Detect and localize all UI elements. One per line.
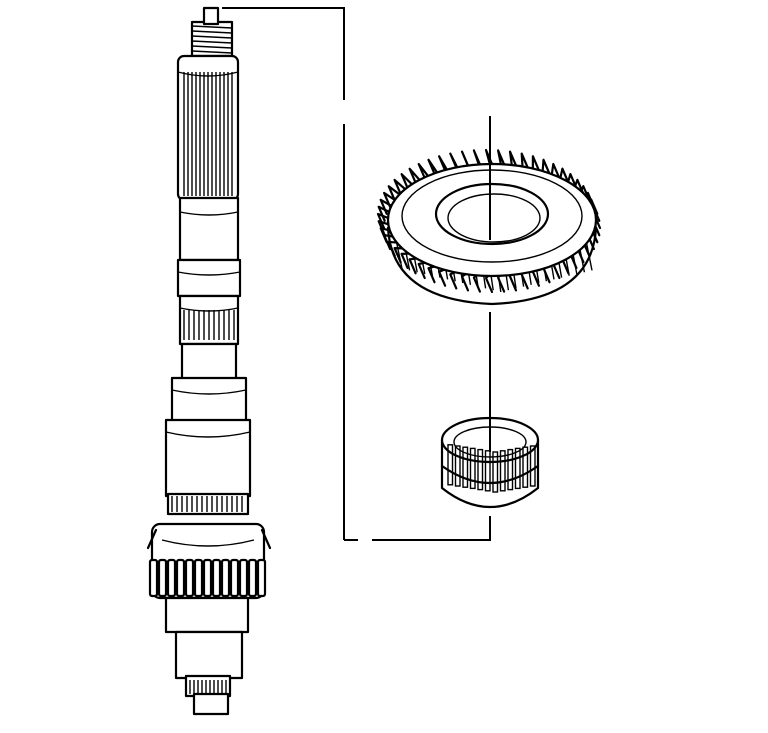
helical-gear (376, 148, 602, 306)
splined-shaft (146, 6, 272, 716)
assembly-leader-lines (222, 7, 491, 541)
needle-roller-bearing (440, 416, 540, 508)
shaft-spline-section (176, 54, 240, 202)
shaft-clutch-teeth (166, 492, 250, 516)
shaft-integral-gear (146, 522, 272, 600)
shaft-lower-sections (164, 596, 250, 716)
shaft-journal-sections (164, 196, 252, 498)
shaft-threaded-tip (190, 6, 234, 58)
